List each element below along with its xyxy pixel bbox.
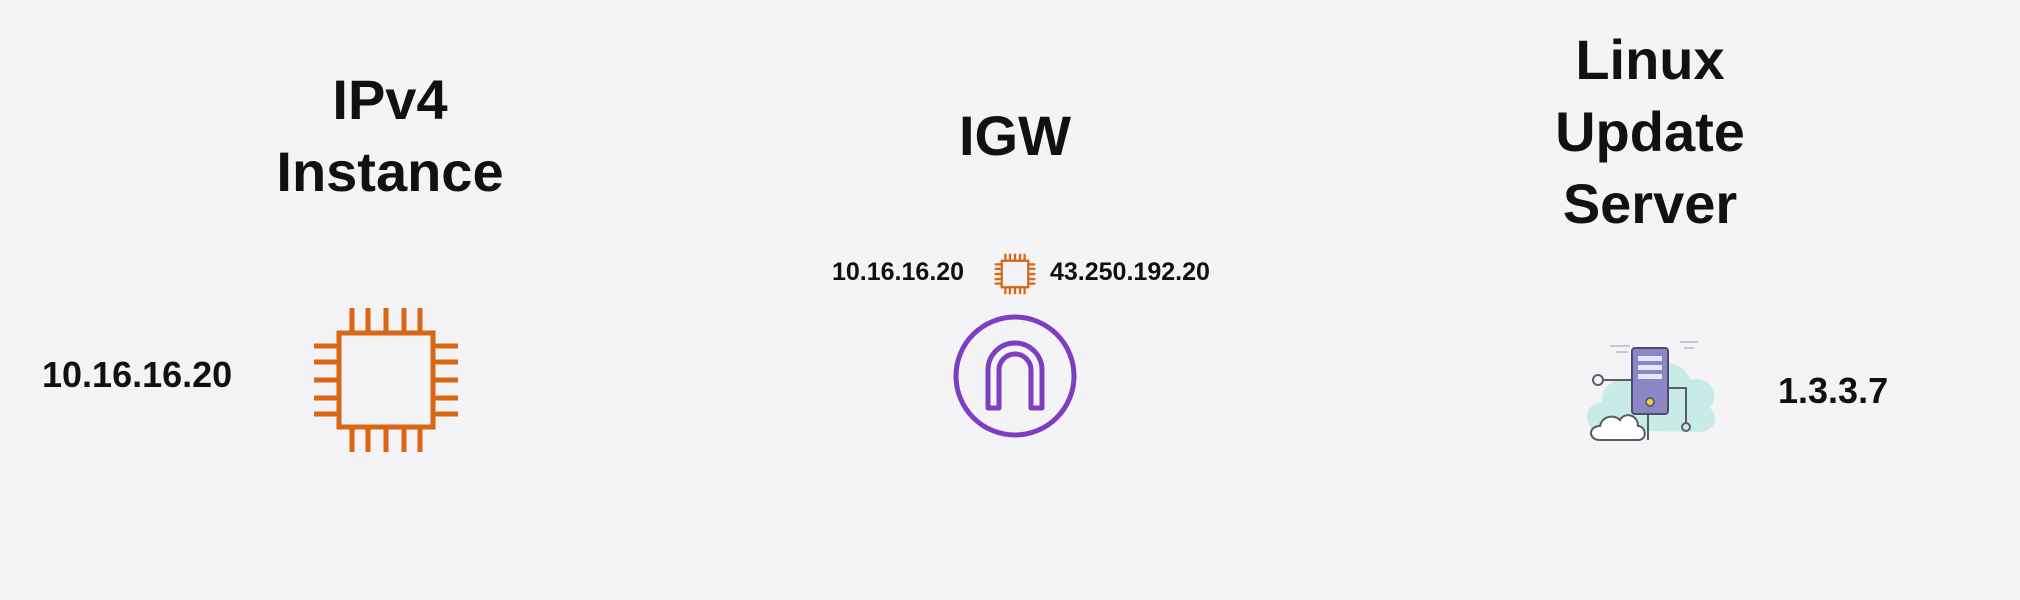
ec2-instance-chip-icon [994, 253, 1036, 295]
ec2-instance-chip-icon [314, 308, 458, 452]
igw-private-ip-label: 10.16.16.20 [832, 258, 965, 286]
cloud-server-icon [1586, 341, 1716, 441]
server-title: Linux Update Server [1555, 28, 1745, 235]
igw-public-ip-label: 43.250.192.20 [1050, 258, 1210, 286]
instance-ip-label: 10.16.16.20 [42, 354, 233, 395]
internet-gateway-icon [953, 314, 1077, 438]
igw-title: IGW [959, 104, 1071, 167]
server-ip-label: 1.3.3.7 [1778, 370, 1889, 411]
instance-title: IPv4 Instance [276, 68, 504, 203]
